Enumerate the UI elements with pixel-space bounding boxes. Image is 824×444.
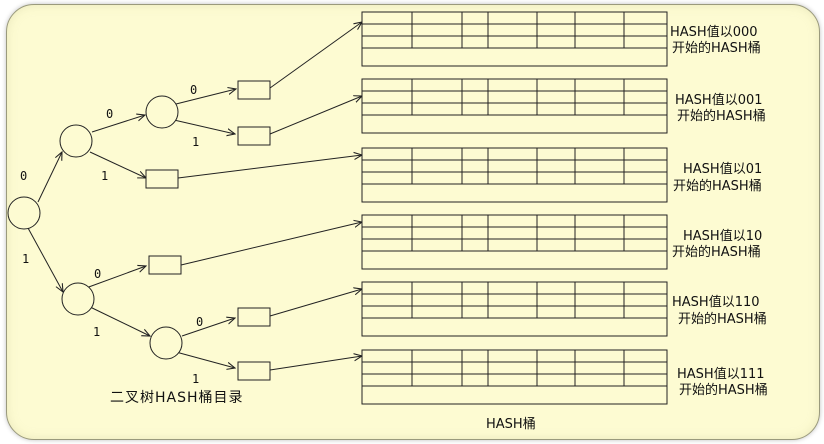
label-n00-left: 0 [190,83,197,97]
buckets-caption: HASH桶 [486,417,536,432]
pointer-110 [269,289,362,317]
tree-edges [27,89,236,368]
pointer-001 [269,96,362,135]
hash-bucket-110 [361,281,668,337]
tree-leaves [145,80,271,381]
edge-root-left [37,152,62,203]
bucket-label-01-line1: HASH值以01 [683,161,762,177]
bucket-label-111-line1: HASH值以111 [677,366,765,382]
pointer-10 [180,222,362,266]
leaf-box-01 [145,169,179,189]
label-n11-left: 0 [196,315,203,329]
label-n0-right: 1 [101,169,108,183]
tree-caption: 二叉树HASH桶目录 [110,390,244,406]
leaf-box-10 [148,255,182,275]
edge-n00-left [175,89,236,105]
leaf-box-000 [237,80,271,100]
tree-nodes [7,95,183,360]
edge-n11-right [175,351,235,368]
hash-buckets [361,11,668,405]
bucket-frame [361,147,668,203]
leaf-box-001 [237,126,271,146]
hash-bucket-111 [361,349,668,405]
bucket-label-01-line2: 开始的HASH桶 [673,178,762,194]
hash-bucket-10 [361,214,668,270]
bucket-frame [361,78,668,134]
bucket-label-000-line1: HASH值以000 [670,24,758,40]
bucket-label-10-line2: 开始的HASH桶 [672,244,761,260]
tree-node-1 [61,282,95,316]
edge-n0-left [91,115,145,133]
edge-n0-right [89,151,146,178]
label-root-right: 1 [22,252,29,266]
bucket-label-110-line2: 开始的HASH桶 [678,311,767,327]
tree-node-0 [59,124,93,158]
hash-bucket-000 [361,11,668,67]
edge-labels: 0 1 0 1 0 1 0 1 0 1 [20,83,203,386]
edge-n11-left [181,318,235,337]
label-n1-right: 1 [93,325,100,339]
bucket-label-001-line1: HASH值以001 [675,92,763,108]
label-n00-right: 1 [192,135,199,149]
edge-n1-left [85,266,146,289]
tree-node-11 [149,326,183,360]
pointer-01 [177,155,362,179]
bucket-label-000-line2: 开始的HASH桶 [672,40,761,56]
edge-n00-right [173,119,235,134]
leaf-box-110 [237,307,271,327]
edge-root-right [27,227,63,292]
hash-bucket-01 [361,147,668,203]
bucket-label-001-line2: 开始的HASH桶 [677,108,766,124]
pointer-111 [269,356,362,371]
leaf-box-111 [237,361,271,381]
bucket-labels: HASH值以000 开始的HASH桶 HASH值以001 开始的HASH桶 HA… [670,24,768,398]
bucket-frame [361,281,668,337]
hash-bucket-001 [361,78,668,134]
bucket-label-111-line2: 开始的HASH桶 [679,382,768,398]
bucket-label-10-line1: HASH值以10 [683,228,762,244]
label-n1-left: 0 [94,267,101,281]
label-n11-right: 1 [192,372,199,386]
bucket-frame [361,349,668,405]
label-n0-left: 0 [106,107,113,121]
pointer-edges [177,22,362,371]
bucket-frame [361,11,668,67]
tree-node-root [7,196,41,230]
bucket-label-110-line1: HASH值以110 [672,294,760,310]
label-root-left: 0 [20,169,27,183]
tree-node-00 [145,95,179,129]
bucket-frame [361,214,668,270]
edge-n1-right [85,304,150,336]
pointer-000 [269,22,362,89]
